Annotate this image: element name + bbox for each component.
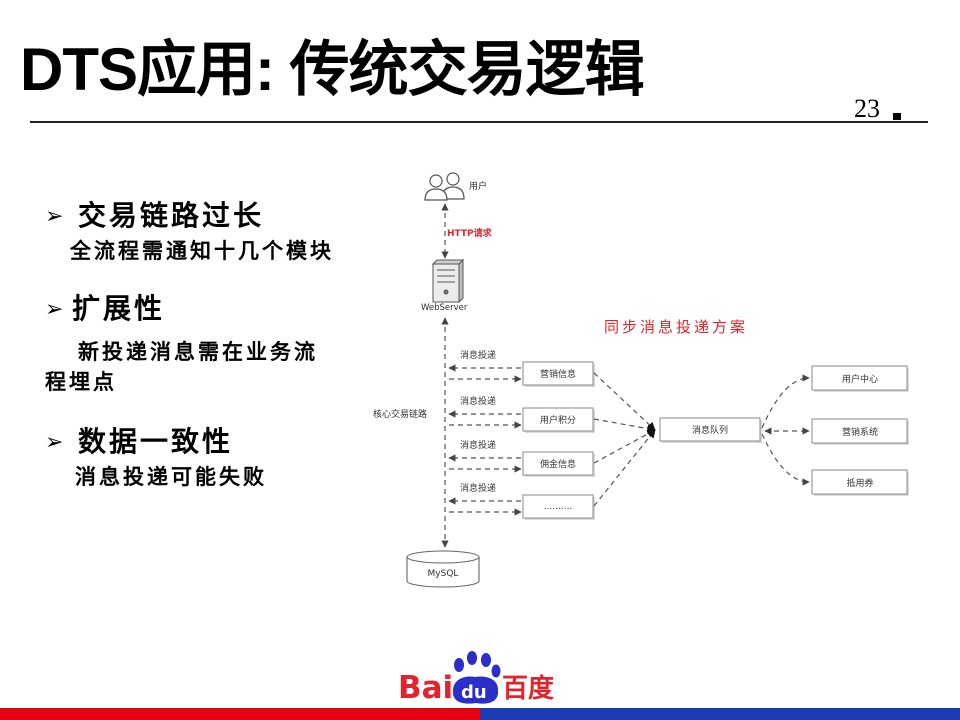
consumer-box (522, 494, 594, 519)
bullet-arrow-icon: ➢ (45, 297, 64, 322)
delivery-label: 消息投递 (460, 482, 496, 494)
server-icon (431, 258, 465, 304)
delivery-label: 消息投递 (460, 349, 496, 361)
bullet-detail: 程埋点 (45, 370, 117, 394)
database-icon (406, 550, 480, 588)
queue-box (659, 417, 761, 442)
baidu-logo: Bai du 百度 (398, 651, 554, 706)
diagram-caption: 同步消息投递方案 (604, 318, 748, 336)
downstream-box-label: 用户中心 (842, 373, 878, 385)
bullet-detail: 消息投递可能失败 (75, 465, 267, 489)
consumer-box (522, 451, 594, 476)
bullet-detail: 全流程需通知十几个模块 (70, 239, 334, 263)
logo-text-paw: du (461, 682, 487, 703)
consumer-box-label: 佣金信息 (540, 458, 576, 470)
delivery-label: 消息投递 (460, 395, 496, 407)
webserver-label: WebServer (421, 303, 468, 313)
consumer-box (522, 361, 594, 386)
logo-text-right: 百度 (502, 673, 554, 704)
bullet-heading: 交易链路过长 (78, 199, 265, 232)
downstream-box (811, 365, 908, 391)
user-label: 用户 (469, 180, 487, 192)
queue-link-arrow (593, 418, 656, 433)
consumer-box-label: 营销信息 (540, 368, 576, 380)
database-label: MySQL (428, 569, 459, 579)
http-request-label: HTTP请求 (447, 227, 493, 239)
bullet-arrow-icon: ➢ (45, 204, 64, 229)
queue-label: 消息队列 (692, 424, 728, 436)
queue-link-arrow (593, 372, 656, 431)
footer-bar-blue (480, 708, 960, 720)
bullet-heading: 数据一致性 (78, 425, 234, 458)
consumer-box (522, 407, 594, 432)
baidu-paw-icon (452, 651, 501, 704)
title-divider (30, 121, 928, 123)
downstream-arrow (761, 433, 810, 486)
downstream-box (811, 418, 908, 444)
delivery-label: 消息投递 (460, 439, 496, 451)
page-marker-square-icon (893, 113, 901, 120)
bullet-detail: 新投递消息需在业务流 (78, 340, 318, 364)
queue-link-arrow (593, 429, 656, 464)
downstream-box (811, 469, 908, 495)
bullet-arrow-icon: ➢ (45, 430, 64, 455)
consumer-box-label: .......... (544, 502, 573, 512)
slide-title: DTS应用: 传统交易逻辑 (20, 36, 645, 103)
queue-link-arrow (593, 429, 656, 507)
downstream-box-label: 营销系统 (842, 426, 878, 438)
core-path-label: 核心交易链路 (373, 408, 427, 420)
users-icon (424, 172, 465, 201)
consumer-box-label: 用户积分 (540, 414, 576, 426)
bullet-heading: 扩展性 (72, 292, 166, 325)
page-number: 23 (854, 94, 880, 123)
footer-bar-red (0, 708, 480, 720)
logo-text-left: Bai (398, 670, 453, 706)
downstream-box-label: 抵用券 (846, 477, 873, 489)
downstream-arrow (761, 374, 810, 429)
